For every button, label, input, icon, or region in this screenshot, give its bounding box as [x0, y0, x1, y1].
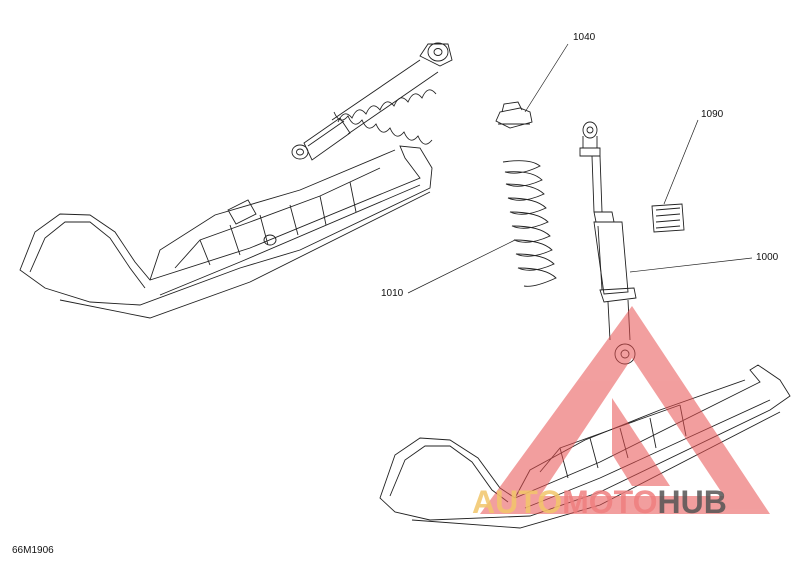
assembled-shock-absorber [291, 42, 453, 161]
watermark-logo: AUTOMOTOHUB [472, 486, 727, 518]
watermark-moto: MOTO [562, 484, 658, 520]
callout-1000: 1000 [756, 252, 779, 263]
part-1090-label [651, 203, 685, 233]
part-1010-spring [502, 160, 557, 287]
watermark-auto: AUTO [472, 484, 563, 520]
callout-1010: 1010 [381, 288, 404, 299]
callout-1090: 1090 [701, 109, 724, 120]
part-1040-cap [495, 101, 533, 129]
diagram-code: 66M1906 [12, 545, 54, 556]
watermark-triangle [480, 306, 770, 514]
ski-upper-left [19, 145, 433, 319]
leader-lines [407, 43, 753, 294]
watermark-hub: HUB [657, 484, 727, 520]
callout-1040: 1040 [573, 32, 596, 43]
